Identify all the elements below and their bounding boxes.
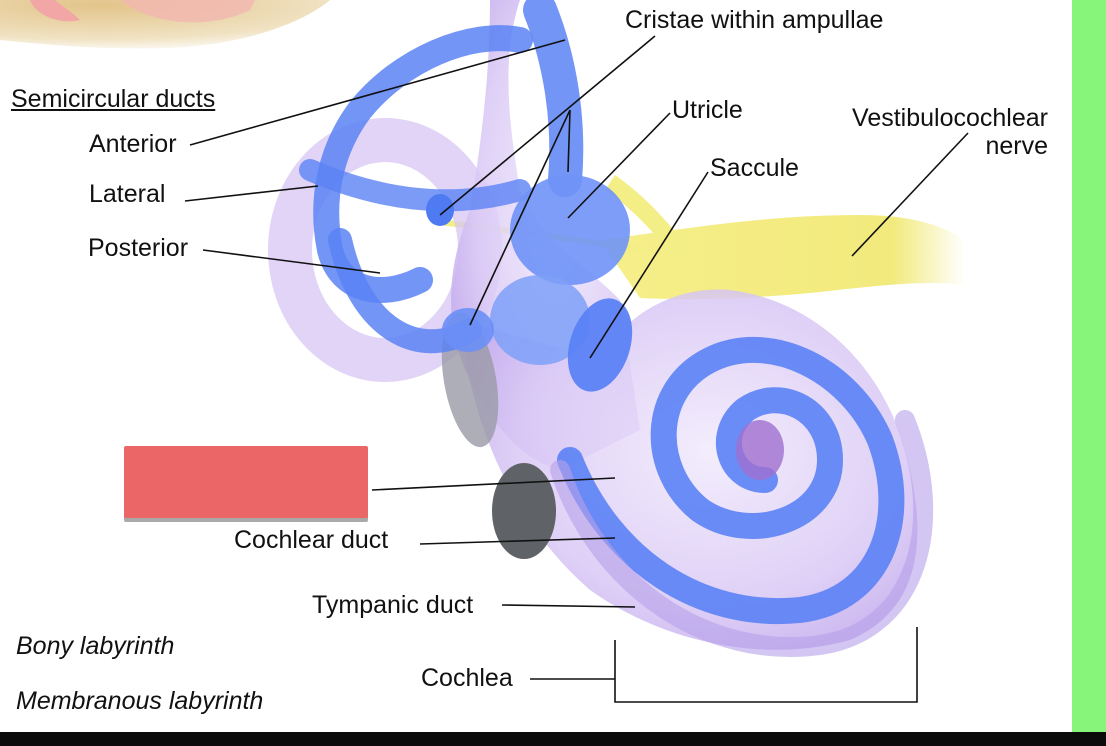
side-panel-bar (1072, 0, 1106, 746)
vestibulocochlear-label-line1: Vestibulocochlear (852, 104, 1048, 132)
vestibule-shape (426, 175, 633, 392)
cochlear-duct-label: Cochlear duct (234, 526, 389, 554)
tympanic-duct-label: Tympanic duct (312, 591, 474, 619)
lateral-label: Lateral (89, 180, 166, 208)
leader-lines (184, 35, 969, 703)
cochlea-spiral-shape (550, 337, 934, 657)
bottom-border-bar (0, 732, 1106, 746)
anterior-label: Anterior (89, 130, 177, 158)
membranous-labyrinth-label: Membranous labyrinth (16, 687, 264, 715)
vestibulocochlear-label-line2: nerve (985, 132, 1048, 160)
semicircular-ducts-shape (299, 0, 584, 354)
utricle-label: Utricle (672, 96, 743, 124)
saccule-label: Saccule (710, 154, 799, 182)
hidden-label-box[interactable] (124, 446, 368, 518)
cristae-label: Cristae within ampullae (625, 6, 884, 34)
semicircular-ducts-label: Semicircular ducts (11, 85, 216, 113)
bony-labyrinth-label: Bony labyrinth (16, 632, 175, 660)
vestibulocochlear-nerve-label: Vestibulocochlear nerve (826, 106, 1048, 159)
cochlea-label: Cochlea (421, 664, 513, 692)
top-corner-fragment (0, 0, 330, 49)
posterior-label: Posterior (88, 234, 189, 262)
